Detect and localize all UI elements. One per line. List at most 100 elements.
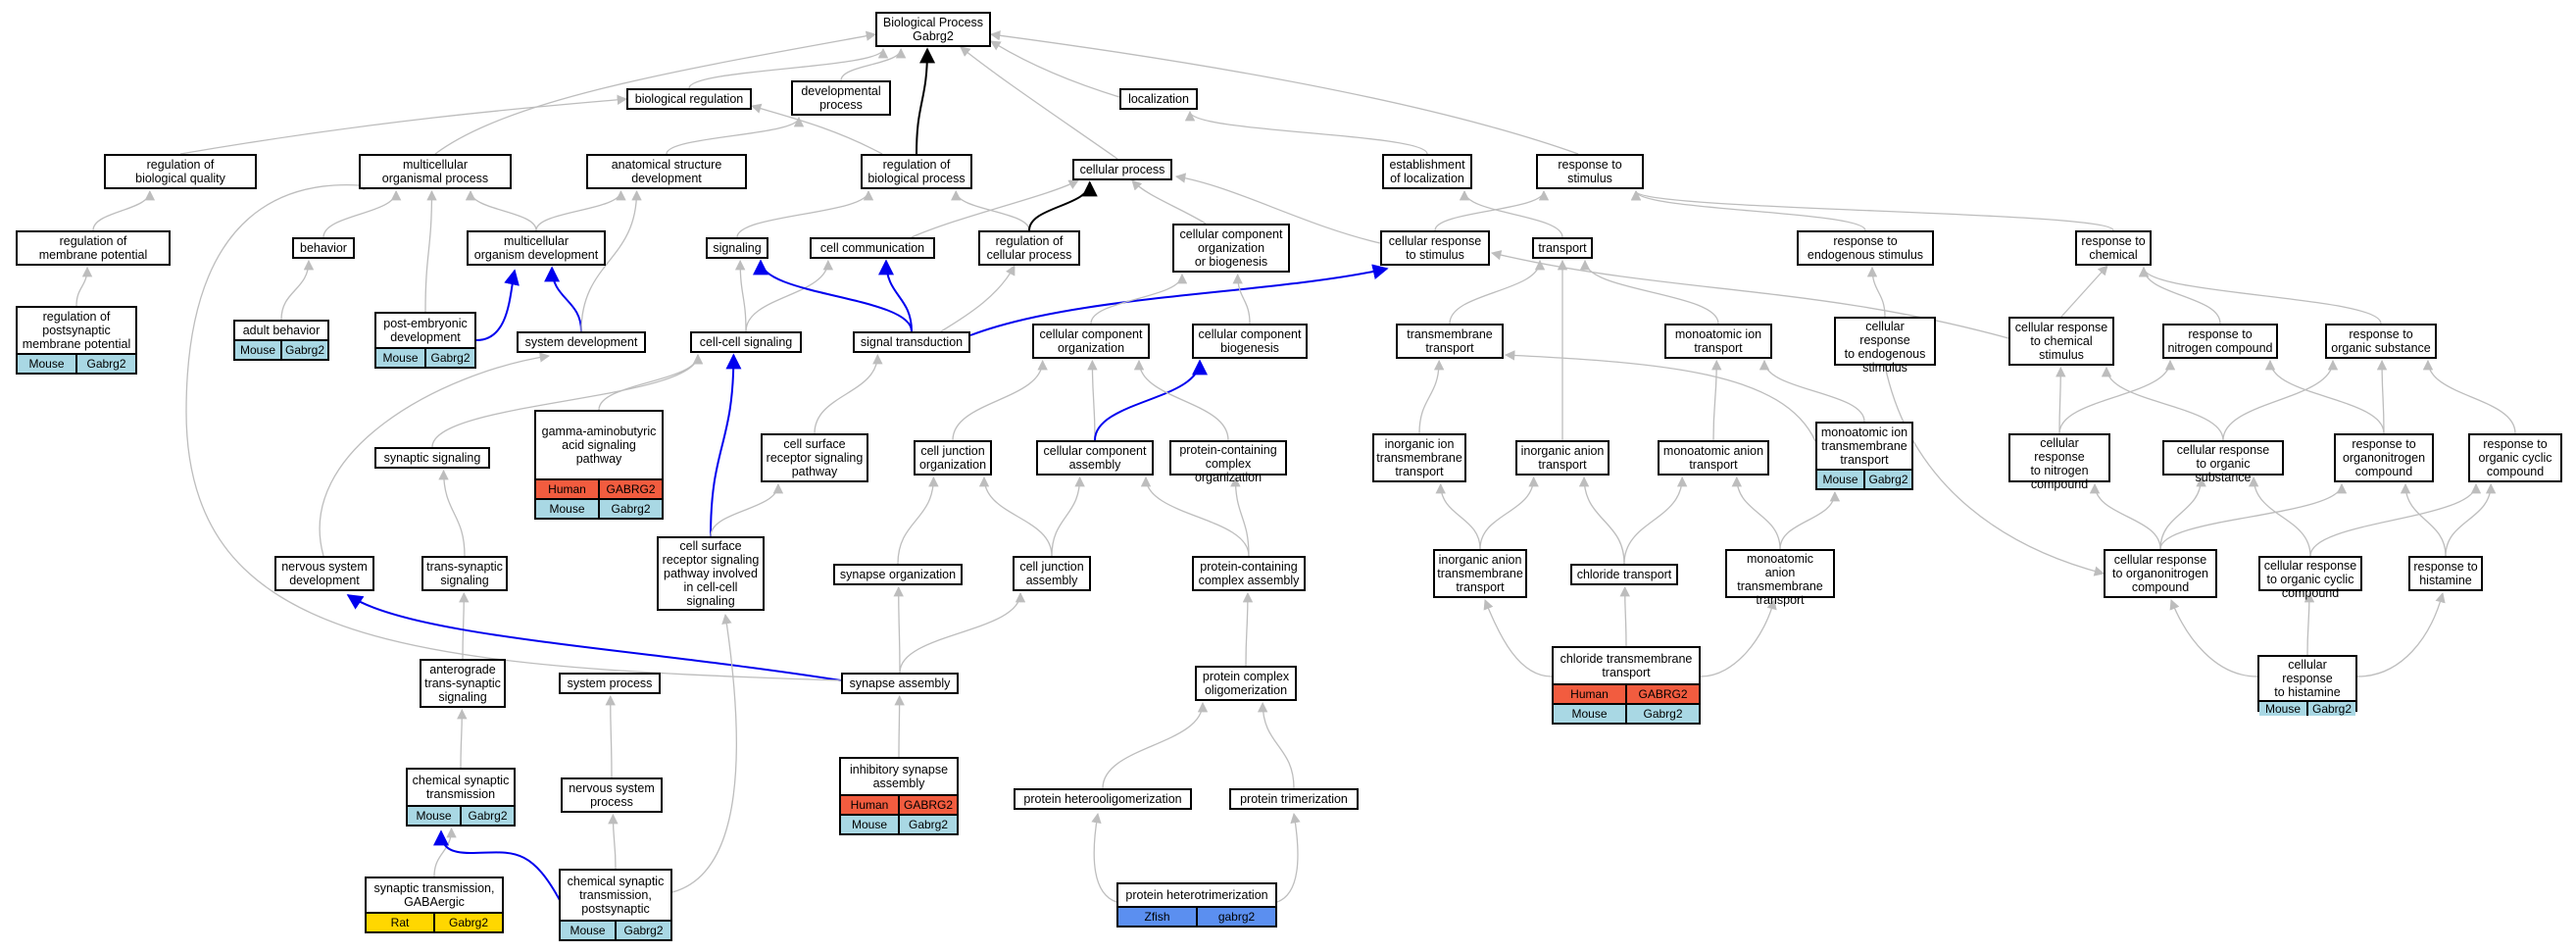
go-term-regbioqual[interactable]: regulation of biological quality [104, 154, 257, 189]
term-label: establishment of localization [1389, 158, 1465, 185]
go-term-celljuncorg[interactable]: cell junction organization [914, 440, 992, 476]
go-term-tmtransport[interactable]: transmembrane transport [1396, 324, 1504, 359]
go-term-bp[interactable]: Biological Process Gabrg2 [875, 12, 991, 47]
go-term-ccassembly[interactable]: cellular component assembly [1036, 440, 1154, 476]
go-term-regmembpot[interactable]: regulation of membrane potential [16, 230, 171, 266]
go-term-anterograde[interactable]: anterograde trans-synaptic signaling [420, 659, 506, 708]
go-term-protoligo[interactable]: protein complex oligomerization [1195, 666, 1297, 701]
go-term-regpostsyn[interactable]: regulation of postsynaptic membrane pote… [16, 306, 137, 375]
edge-respnitro-to-respchem [2138, 266, 2221, 325]
edge-inoaniontm-to-inoiontm [1435, 482, 1481, 550]
go-term-resphist[interactable]: response to histamine [2408, 556, 2483, 591]
go-term-gaba[interactable]: gamma-aminobutyric acid signaling pathwa… [534, 410, 664, 520]
go-term-resporg[interactable]: response to organic substance [2325, 324, 2437, 359]
go-term-respnitro[interactable]: response to nitrogen compound [2162, 324, 2278, 359]
go-term-cellproc[interactable]: cellular process [1072, 159, 1172, 180]
go-term-ccorg[interactable]: cellular component organization [1032, 324, 1150, 359]
edge-inhibsyn-to-synasm [894, 694, 905, 758]
go-term-ccob[interactable]: cellular component organization or bioge… [1172, 224, 1290, 273]
edge-synasm-to-celljuncasm [899, 591, 1026, 674]
go-term-respendo[interactable]: response to endogenous stimulus [1797, 230, 1934, 266]
go-term-cellrespnitro[interactable]: cellular response to nitrogen compound [2008, 433, 2110, 491]
go-term-protheterooligo[interactable]: protein heterooligomerization [1014, 788, 1192, 810]
term-label: cellular response to organic cyclic comp… [2263, 559, 2357, 600]
term-label: synapse assembly [849, 676, 951, 690]
go-term-celljuncasm[interactable]: cell junction assembly [1013, 556, 1091, 591]
go-term-cellrespstim[interactable]: cellular response to stimulus [1380, 230, 1490, 266]
go-term-sysproc[interactable]: system process [559, 673, 661, 694]
go-term-cellrespchem[interactable]: cellular response to chemical stimulus [2008, 317, 2114, 366]
go-term-monoaniontm[interactable]: monoatomic anion transmembrane transport [1725, 549, 1835, 607]
term-label: response to stimulus [1558, 158, 1622, 185]
edge-multiorgdev-to-multiorg [465, 189, 537, 231]
go-term-devproc[interactable]: developmental process [791, 80, 891, 116]
go-term-resporganonitro[interactable]: response to organonitrogen compound [2334, 433, 2434, 482]
gene-symbol: Gabrg2 [1863, 471, 1911, 488]
edge-cellrespendo-to-cellresporganonitro [1884, 365, 2105, 576]
go-term-synorg[interactable]: synapse organization [833, 564, 963, 585]
go-term-signaling[interactable]: signaling [706, 237, 768, 259]
go-term-localization[interactable]: localization [1119, 88, 1198, 110]
go-term-synsig[interactable]: synaptic signaling [374, 447, 490, 469]
go-term-cellresporgcyc[interactable]: cellular response to organic cyclic comp… [2258, 556, 2362, 600]
go-term-protcomporg[interactable]: protein-containing complex organization [1169, 440, 1287, 484]
edge-multiorg-to-bp [434, 30, 877, 155]
go-term-cellcellsig[interactable]: cell-cell signaling [690, 331, 802, 353]
go-term-csrsp[interactable]: cell surface receptor signaling pathway [761, 433, 868, 482]
go-term-cellrespendo[interactable]: cellular response to endogenous stimulus [1834, 317, 1936, 375]
go-term-resporgcyc[interactable]: response to organic cyclic compound [2468, 433, 2562, 482]
term-label: post-embryonic development [383, 317, 468, 344]
edge-sigtrans-to-regcellproc [940, 265, 1016, 332]
go-term-inoaniontm[interactable]: inorganic anion transmembrane transport [1433, 549, 1527, 598]
go-term-ccbio[interactable]: cellular component biogenesis [1192, 324, 1308, 359]
go-term-inoiontm[interactable]: inorganic ion transmembrane transport [1372, 433, 1466, 482]
go-term-transport[interactable]: transport [1532, 237, 1593, 259]
gene-symbol: Gabrg2 [1625, 705, 1699, 723]
go-term-estloc[interactable]: establishment of localization [1382, 154, 1472, 189]
edge-localization-to-bp [990, 40, 1120, 98]
go-term-nsdev[interactable]: nervous system development [274, 556, 374, 591]
go-term-behavior[interactable]: behavior [292, 237, 355, 259]
go-term-bioreg[interactable]: biological regulation [626, 88, 752, 110]
go-term-chemsynpost[interactable]: chemical synaptic transmission, postsyna… [559, 869, 672, 941]
go-term-respchem[interactable]: response to chemical [2075, 230, 2152, 266]
edge-regmembpot-to-regbioqual [92, 189, 156, 231]
go-term-transsyn[interactable]: trans-synaptic signaling [421, 556, 508, 591]
go-term-multiorg[interactable]: multicellular organismal process [359, 154, 512, 189]
go-term-sigtrans[interactable]: signal transduction [853, 331, 970, 353]
go-term-multiorgdev[interactable]: multicellular organism development [467, 230, 606, 266]
edge-cellresporganonitro-to-cellrespnitro [2089, 482, 2161, 550]
go-term-regcellproc[interactable]: regulation of cellular process [978, 230, 1080, 266]
go-term-monoanion[interactable]: monoatomic anion transport [1658, 440, 1769, 476]
go-term-cellresporg[interactable]: cellular response to organic substance [2162, 440, 2284, 484]
edge-cellresporg-to-cellrespchem [2101, 366, 2224, 441]
go-term-respstim[interactable]: response to stimulus [1536, 154, 1644, 189]
go-term-anatdev[interactable]: anatomical structure development [586, 154, 747, 189]
go-term-cellresporganonitro[interactable]: cellular response to organonitrogen comp… [2104, 549, 2217, 598]
go-term-protcompasm[interactable]: protein-containing complex assembly [1192, 556, 1306, 591]
go-term-regbioproc[interactable]: regulation of biological process [861, 154, 972, 189]
term-label: inorganic anion transport [1520, 444, 1605, 472]
go-term-cellcomm[interactable]: cell communication [810, 237, 935, 259]
go-term-monoiontrans[interactable]: monoatomic ion transport [1664, 324, 1772, 359]
go-term-nsproc[interactable]: nervous system process [561, 777, 663, 813]
go-term-sysdev[interactable]: system development [517, 331, 646, 353]
go-term-csrspcc[interactable]: cell surface receptor signaling pathway … [657, 536, 765, 611]
term-label: protein heterooligomerization [1023, 792, 1182, 806]
go-term-prottrimer[interactable]: protein trimerization [1229, 788, 1359, 810]
go-term-inoanion[interactable]: inorganic anion transport [1515, 440, 1610, 476]
edge-regbioproc-to-bp [916, 47, 936, 155]
go-term-synasm[interactable]: synapse assembly [841, 673, 959, 694]
go-term-chloride[interactable]: chloride transport [1570, 564, 1678, 585]
